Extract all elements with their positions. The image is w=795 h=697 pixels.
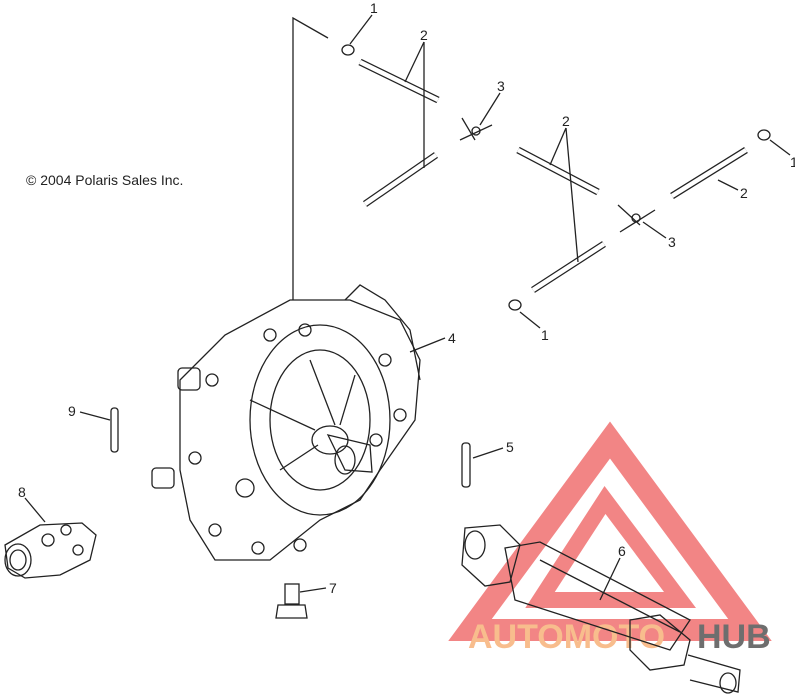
watermark-hub-text: HUB [697,618,771,656]
gearcase-housing [151,284,421,561]
watermark-auto-text: AUTOMOTO [468,618,665,656]
callout-1-lower: 1 [541,327,549,343]
leader-1-right [769,139,791,156]
leader-4 [409,337,446,353]
clip-1-top [341,44,355,56]
clip-1-right [757,129,771,141]
pin-middle-b [531,241,606,293]
leader-2-right [717,179,739,191]
callout-3-top: 3 [497,78,505,94]
pin-middle-a [516,146,600,196]
callout-7: 7 [329,580,337,596]
callout-2-right: 2 [740,185,748,201]
leader-2-mid-b [565,127,579,263]
leader-9 [79,411,111,421]
leader-3-lower [642,221,667,239]
callout-5: 5 [506,439,514,455]
callout-2-top: 2 [420,27,428,43]
u-joint-yoke [4,522,97,579]
callout-1-top: 1 [370,0,378,16]
callout-8: 8 [18,484,26,500]
drive-shaft [461,524,741,694]
leader-5 [472,447,504,459]
leader-6 [599,557,621,601]
leader-2-mid-a [549,127,567,166]
callout-6: 6 [618,543,626,559]
cross-fitting-lower [617,204,656,233]
leader-1-top [349,14,373,45]
callout-4: 4 [448,330,456,346]
copyright-notice: © 2004 Polaris Sales Inc. [26,172,184,188]
cross-fitting-upper [459,117,493,141]
leader-bracket [292,16,329,300]
leader-7 [299,587,327,593]
clip-1-lower [508,299,522,311]
dowel-pin-9 [110,407,119,453]
pin-right [670,147,748,199]
leader-1-lower [519,311,541,329]
callout-1-right: 1 [790,154,795,170]
callout-3-lower: 3 [668,234,676,250]
leader-8 [24,497,46,523]
pin-upper-left-b [363,152,438,207]
callout-9: 9 [68,403,76,419]
dowel-pin-5 [461,442,471,488]
leader-2-top-a [404,41,425,83]
bolt-7 [275,583,308,619]
callout-2-mid: 2 [562,113,570,129]
pin-upper-left-a [358,58,440,104]
leader-3-top [479,92,501,126]
